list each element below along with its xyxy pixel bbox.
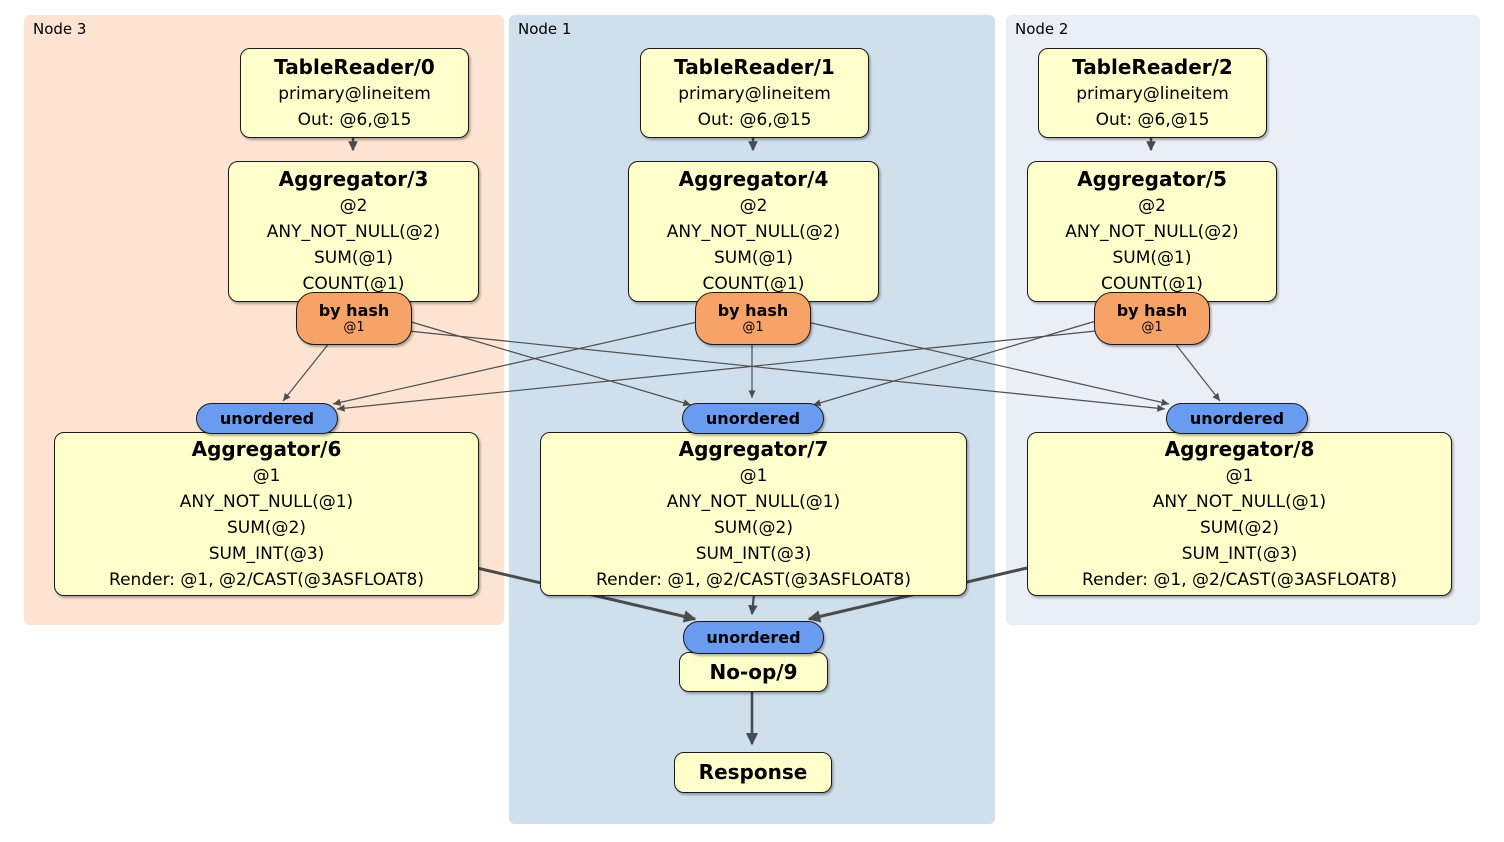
- processor-detail-line: Render: @1, @2/CAST(@3ASFLOAT8): [596, 569, 911, 590]
- hash-router-columns: @1: [1141, 320, 1163, 335]
- stream-label: unordered: [1189, 409, 1285, 428]
- processor-detail-line: Out: @6,@15: [697, 109, 812, 130]
- processor-aggregator-6: Aggregator/6 @1 ANY_NOT_NULL(@1) SUM(@2)…: [54, 432, 479, 596]
- processor-aggregator-8: Aggregator/8 @1 ANY_NOT_NULL(@1) SUM(@2)…: [1027, 432, 1452, 596]
- hash-router-label: by hash: [1116, 301, 1188, 320]
- stream-label: unordered: [705, 409, 801, 428]
- processor-detail-line: Out: @6,@15: [1095, 109, 1210, 130]
- processor-detail-line: @1: [739, 465, 768, 486]
- processor-title: TableReader/1: [674, 54, 835, 79]
- processor-aggregator-5: Aggregator/5 @2 ANY_NOT_NULL(@2) SUM(@1)…: [1027, 161, 1277, 302]
- processor-detail-line: SUM_INT(@3): [208, 543, 325, 564]
- hash-router-label: by hash: [717, 301, 789, 320]
- processor-detail-line: primary@lineitem: [1076, 83, 1229, 104]
- processor-aggregator-7: Aggregator/7 @1 ANY_NOT_NULL(@1) SUM(@2)…: [540, 432, 967, 596]
- processor-detail-line: @1: [1225, 465, 1254, 486]
- processor-title: Aggregator/7: [678, 436, 829, 461]
- processor-detail-line: Out: @6,@15: [297, 109, 412, 130]
- region-node1-label: Node 1: [518, 20, 572, 38]
- processor-detail-line: Render: @1, @2/CAST(@3ASFLOAT8): [1082, 569, 1397, 590]
- processor-detail-line: ANY_NOT_NULL(@2): [1065, 222, 1239, 242]
- processor-detail-line: SUM(@1): [1112, 248, 1192, 268]
- processor-tablereader-0: TableReader/0 primary@lineitem Out: @6,@…: [240, 48, 469, 138]
- hash-router-4: by hash @1: [695, 292, 811, 345]
- stream-unordered-8: unordered: [1166, 403, 1308, 434]
- processor-detail-line: ANY_NOT_NULL(@1): [179, 491, 354, 512]
- processor-detail-line: Render: @1, @2/CAST(@3ASFLOAT8): [109, 569, 424, 590]
- processor-detail-line: @2: [1138, 196, 1166, 216]
- processor-title: Aggregator/5: [1077, 167, 1227, 191]
- processor-detail-line: primary@lineitem: [278, 83, 431, 104]
- processor-title: Aggregator/4: [678, 167, 829, 191]
- processor-title: Aggregator/8: [1164, 436, 1315, 461]
- hash-router-3: by hash @1: [296, 292, 412, 345]
- hash-router-columns: @1: [742, 320, 764, 335]
- processor-response: Response: [674, 752, 832, 793]
- processor-detail-line: @2: [339, 196, 368, 216]
- processor-detail-line: SUM(@1): [714, 248, 793, 268]
- processor-aggregator-3: Aggregator/3 @2 ANY_NOT_NULL(@2) SUM(@1)…: [228, 161, 479, 302]
- processor-detail-line: SUM_INT(@3): [1181, 543, 1298, 564]
- processor-detail-line: ANY_NOT_NULL(@1): [666, 491, 841, 512]
- region-node3-label: Node 3: [33, 20, 87, 38]
- processor-detail-line: @2: [739, 196, 768, 216]
- processor-detail-line: ANY_NOT_NULL(@1): [1152, 491, 1327, 512]
- processor-detail-line: SUM(@2): [714, 517, 793, 538]
- hash-router-5: by hash @1: [1094, 292, 1210, 345]
- processor-detail-line: COUNT(@1): [702, 274, 805, 294]
- processor-detail-line: primary@lineitem: [678, 83, 831, 104]
- processor-title: TableReader/0: [274, 54, 435, 79]
- hash-router-columns: @1: [343, 320, 365, 335]
- processor-detail-line: SUM(@2): [227, 517, 306, 538]
- processor-detail-line: @1: [252, 465, 281, 486]
- processor-tablereader-2: TableReader/2 primary@lineitem Out: @6,@…: [1038, 48, 1267, 138]
- processor-detail-line: ANY_NOT_NULL(@2): [666, 222, 841, 242]
- stream-unordered-7: unordered: [682, 403, 824, 434]
- processor-detail-line: SUM(@1): [314, 248, 393, 268]
- processor-noop-9: No-op/9: [679, 652, 828, 692]
- processor-detail-line: COUNT(@1): [302, 274, 405, 294]
- region-node2-label: Node 2: [1015, 20, 1069, 38]
- stream-unordered-9: unordered: [683, 621, 824, 654]
- processor-detail-line: SUM(@2): [1200, 517, 1279, 538]
- stream-unordered-6: unordered: [196, 403, 338, 434]
- processor-detail-line: ANY_NOT_NULL(@2): [266, 222, 441, 242]
- processor-detail-line: COUNT(@1): [1101, 274, 1203, 294]
- processor-aggregator-4: Aggregator/4 @2 ANY_NOT_NULL(@2) SUM(@1)…: [628, 161, 879, 302]
- stream-label: unordered: [219, 409, 315, 428]
- hash-router-label: by hash: [318, 301, 390, 320]
- processor-title: Aggregator/3: [278, 167, 429, 191]
- processor-title: TableReader/2: [1072, 54, 1233, 79]
- processor-tablereader-1: TableReader/1 primary@lineitem Out: @6,@…: [640, 48, 869, 138]
- processor-title: Response: [698, 760, 808, 784]
- stream-label: unordered: [706, 628, 801, 647]
- processor-title: No-op/9: [709, 659, 798, 684]
- processor-title: Aggregator/6: [191, 436, 342, 461]
- processor-detail-line: SUM_INT(@3): [695, 543, 812, 564]
